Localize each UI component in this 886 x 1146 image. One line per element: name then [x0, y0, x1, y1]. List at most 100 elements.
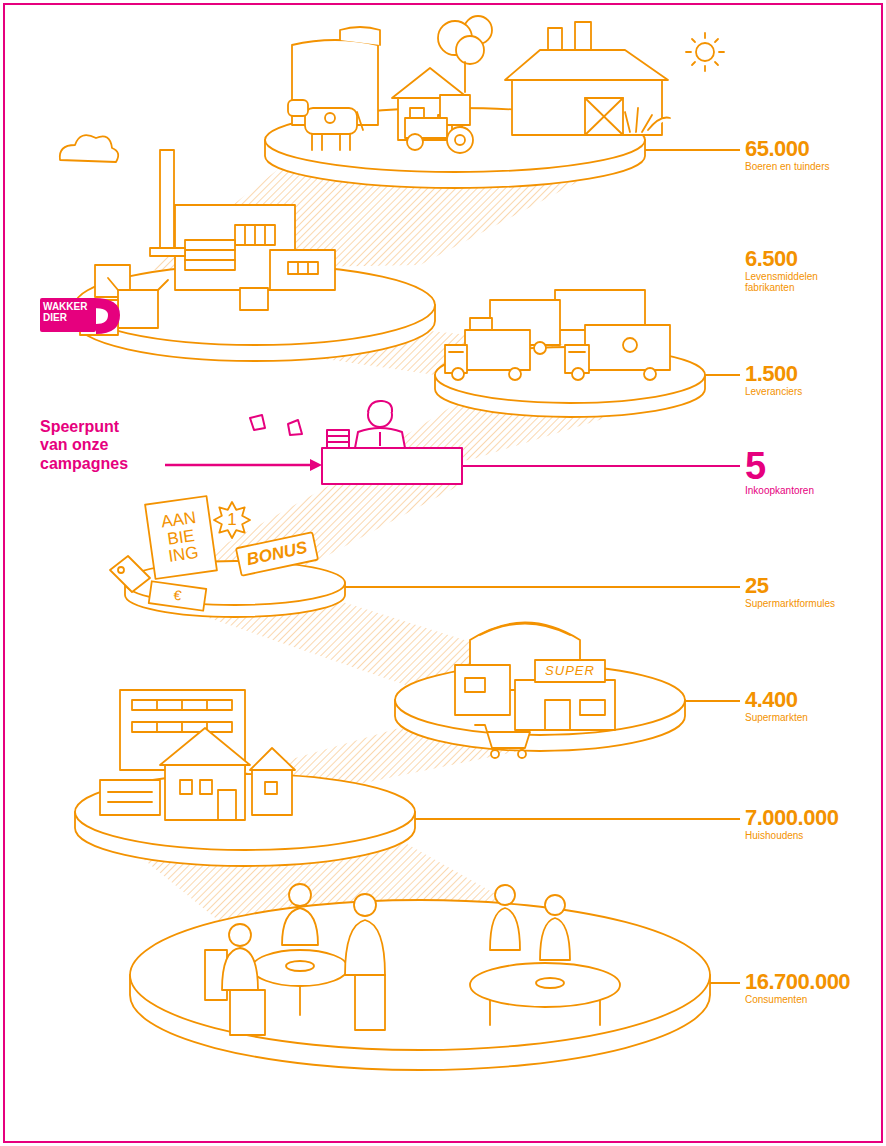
- count-number: 5: [745, 447, 766, 485]
- farm-illustration: [288, 16, 670, 153]
- houses-illustration: [156, 700, 158, 710]
- houses-illustration: [100, 690, 295, 820]
- leader-line: [415, 818, 740, 820]
- truck-illustration: [465, 330, 530, 370]
- sun-icon: [715, 62, 718, 65]
- supermarket-illustration: [515, 680, 615, 730]
- promotion-illustration: [149, 581, 207, 610]
- dining-illustration: [229, 924, 251, 946]
- sign-text: SUPER: [535, 660, 605, 682]
- factory-illustration: [270, 250, 335, 290]
- callout-arrow: [165, 459, 322, 471]
- factory-illustration: [108, 278, 168, 290]
- truck-illustration: [644, 368, 656, 380]
- factory-illustration: [297, 262, 299, 274]
- truck-illustration: [449, 351, 463, 353]
- count-number: 16.700.000: [745, 971, 850, 993]
- dining-illustration: [289, 884, 311, 906]
- supermarket-illustration: [491, 750, 499, 758]
- sign-text: BONUS: [236, 532, 318, 576]
- tier-label: Levensmiddelen fabrikanten: [745, 271, 825, 293]
- farm-illustration: [456, 36, 484, 64]
- farm-illustration: [585, 98, 623, 135]
- factory-illustration: [160, 150, 174, 250]
- supermarket-illustration: [518, 750, 526, 758]
- count-number: 65.000: [745, 138, 809, 160]
- dining-illustration: [536, 978, 564, 988]
- houses-illustration: [250, 748, 295, 770]
- callout-arrow: [165, 464, 312, 467]
- wakker-dier-logo: [40, 298, 120, 334]
- farm-illustration: [349, 134, 351, 150]
- callout-text: Speerpunt van onze campagnes: [40, 418, 140, 473]
- count-number: 25: [745, 575, 768, 597]
- truck-illustration: [623, 338, 637, 352]
- houses-illustration: [132, 700, 232, 710]
- houses-illustration: [181, 722, 183, 732]
- tier-label: Supermarktformules: [745, 598, 835, 609]
- consumer-platform: [130, 900, 710, 1070]
- buyer-desk: [327, 435, 349, 437]
- houses-illustration: [108, 801, 152, 803]
- farm-illustration: [505, 50, 668, 80]
- promotion-illustration: [236, 532, 318, 576]
- farm-illustration: [288, 100, 308, 116]
- buyer-desk: [355, 428, 405, 448]
- tier-label: Consumenten: [745, 994, 807, 1005]
- wakker-dier-logo: [40, 298, 96, 332]
- leader-line: [345, 586, 740, 588]
- factory-illustration: [185, 259, 235, 261]
- dining-illustration: [230, 990, 265, 1035]
- dining-illustration: [495, 885, 515, 905]
- factory-illustration: [240, 288, 268, 310]
- supermarket-illustration: [480, 624, 570, 636]
- dining-illustration: [222, 948, 258, 990]
- sign-text: AAN BIE ING: [145, 496, 217, 579]
- factory-illustration: [244, 225, 246, 245]
- dining-illustration: [355, 975, 385, 1030]
- farm-illustration: [311, 134, 313, 150]
- farm-illustration: [585, 98, 623, 135]
- consumer-platform: [130, 900, 710, 1050]
- tier-label: Leveranciers: [745, 386, 802, 397]
- supermarket-illustration: [455, 665, 510, 715]
- factory-illustration: [264, 225, 266, 245]
- houses-illustration: [180, 780, 192, 794]
- supermarket-illustration: [455, 623, 615, 759]
- sun-icon: [715, 39, 718, 42]
- leader-line: [462, 465, 740, 467]
- supermarket-illustration: [465, 678, 485, 692]
- houses-illustration: [265, 782, 277, 794]
- houses-illustration: [181, 700, 183, 710]
- dining-illustration: [354, 894, 376, 916]
- farm-illustration: [625, 108, 670, 132]
- farm-illustration: [407, 134, 423, 150]
- houses-illustration: [165, 765, 245, 820]
- factory-illustration: [60, 135, 118, 162]
- promotion-illustration: [145, 496, 217, 579]
- tier-label: Boeren en tuinders: [745, 161, 830, 172]
- promotion-illustration: [214, 502, 250, 538]
- farm-illustration: [340, 27, 380, 45]
- factory-illustration: [307, 262, 309, 274]
- sign-text: €: [149, 581, 207, 610]
- truck-illustration: [585, 325, 670, 370]
- houses-illustration: [252, 770, 292, 815]
- dining-illustration: [205, 884, 620, 1035]
- dining-illustration: [540, 918, 570, 960]
- sun-icon: [704, 33, 706, 38]
- factory-illustration: [185, 240, 235, 270]
- factory-illustration: [254, 225, 256, 245]
- factory-illustration: [118, 290, 158, 328]
- houses-illustration: [100, 780, 160, 815]
- sign-text: 1: [218, 509, 246, 531]
- dining-illustration: [470, 963, 620, 1007]
- leader-line: [710, 982, 740, 984]
- buyer-desk: [250, 401, 462, 484]
- farm-illustration: [575, 22, 591, 52]
- tier-label: Supermarkten: [745, 712, 808, 723]
- buyer-desk: [322, 448, 462, 484]
- factory-illustration: [235, 225, 275, 245]
